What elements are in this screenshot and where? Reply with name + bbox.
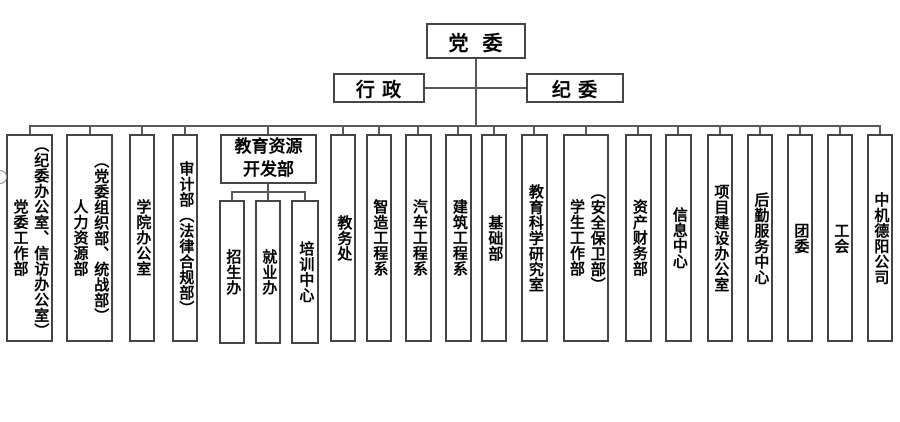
dept-assets-finance: 资产财务部 <box>625 134 652 342</box>
dept-labor-union-label: 工会 <box>832 222 850 254</box>
connector-drop <box>231 191 233 200</box>
dept-audit-label: 审计部（法律合规部） <box>177 160 195 316</box>
dept-intelligent-manufacturing-label: 智造工程系 <box>371 199 389 277</box>
dept-academic-affairs: 教务处 <box>330 134 356 342</box>
dept-zhongji-deyang-company: 中机德阳公司 <box>867 134 893 342</box>
node-administration-label: 行 政 <box>355 79 403 101</box>
dept-employment-office: 就业办 <box>255 200 281 344</box>
connector-root-vertical <box>475 59 477 126</box>
connector-resource-vertical <box>267 184 269 192</box>
dept-information-center: 信息中心 <box>665 134 692 342</box>
dept-youth-league-label: 团委 <box>792 222 810 254</box>
connector-drop <box>799 126 801 135</box>
connector-drop <box>839 126 841 135</box>
connector-drop <box>759 126 761 135</box>
connector-drop <box>637 126 639 135</box>
dept-edu-science-research-label: 教育科学研究室 <box>526 183 544 293</box>
dept-labor-union: 工会 <box>827 134 853 342</box>
dept-audit: 审计部（法律合规部） <box>172 134 198 342</box>
dept-edu-resource-dev: 教育资源 开发部 <box>220 134 317 184</box>
connector-drop <box>493 126 495 135</box>
dept-youth-league: 团委 <box>787 134 813 342</box>
dept-edu-science-research: 教育科学研究室 <box>521 134 548 342</box>
connector-drop <box>141 126 143 135</box>
dept-intelligent-manufacturing: 智造工程系 <box>366 134 392 342</box>
dept-admissions-office: 招生办 <box>219 200 245 344</box>
root-node-party-committee: 党 委 <box>426 23 526 59</box>
dept-admissions-office-label: 招生办 <box>224 248 242 296</box>
connector-drop <box>677 126 679 135</box>
connector-drop <box>89 126 91 135</box>
dept-information-center-label: 信息中心 <box>670 207 688 269</box>
root-node-label: 党 委 <box>448 32 504 55</box>
dept-student-affairs-label: 学生工作部 （安全保卫部） <box>568 183 606 293</box>
dept-employment-office-label: 就业办 <box>260 248 278 296</box>
dept-party-committee-work-label: 党委工作部 （纪委办公室、信访办公室） <box>11 137 50 339</box>
dept-construction-engineering: 建筑工程系 <box>445 134 472 342</box>
dept-college-office: 学院办公室 <box>129 134 155 342</box>
connector-drop <box>879 126 881 135</box>
node-discipline-committee: 纪 委 <box>526 73 624 103</box>
dept-party-committee-work: 党委工作部 （纪委办公室、信访办公室） <box>6 134 53 342</box>
dept-logistics-service-center: 后勤服务中心 <box>747 134 773 342</box>
dept-training-center: 培训中心 <box>291 200 319 344</box>
dept-human-resources: 人力资源部 （党委组织部、统战部） <box>66 134 113 342</box>
connector-drop <box>267 191 269 200</box>
dept-logistics-service-center-label: 后勤服务中心 <box>752 191 770 285</box>
dept-automotive-engineering-label: 汽车工程系 <box>410 199 428 277</box>
dept-project-construction-office: 项目建设办公室 <box>707 134 733 342</box>
connector-drop <box>719 126 721 135</box>
connector-drop <box>585 126 587 135</box>
connector-drop <box>267 126 269 135</box>
dept-construction-engineering-label: 建筑工程系 <box>450 199 468 277</box>
connector-drop <box>457 126 459 135</box>
dept-basic-courses-label: 基础部 <box>486 214 504 262</box>
dept-human-resources-label: 人力资源部 （党委组织部、统战部） <box>71 152 110 324</box>
dept-assets-finance-label: 资产财务部 <box>630 199 648 277</box>
dept-college-office-label: 学院办公室 <box>134 199 152 277</box>
dept-basic-courses: 基础部 <box>481 134 507 342</box>
connector-level2-horizontal <box>425 87 526 89</box>
dept-zhongji-deyang-company-label: 中机德阳公司 <box>872 191 890 285</box>
connector-drop <box>378 126 380 135</box>
dept-academic-affairs-label: 教务处 <box>335 214 353 262</box>
dept-automotive-engineering: 汽车工程系 <box>405 134 432 342</box>
dept-edu-resource-dev-label: 教育资源 开发部 <box>234 137 303 179</box>
dept-project-construction-office-label: 项目建设办公室 <box>712 183 730 293</box>
connector-drop <box>342 126 344 135</box>
connector-drop <box>184 126 186 135</box>
node-discipline-committee-label: 纪 委 <box>551 79 599 101</box>
dept-training-center-label: 培训中心 <box>297 241 315 303</box>
connector-drop <box>29 126 31 135</box>
connector-drop <box>533 126 535 135</box>
node-administration: 行 政 <box>333 73 425 103</box>
connector-drop <box>304 191 306 200</box>
dept-student-affairs: 学生工作部 （安全保卫部） <box>563 134 609 342</box>
connector-distribution-horizontal <box>29 125 881 127</box>
connector-drop <box>417 126 419 135</box>
